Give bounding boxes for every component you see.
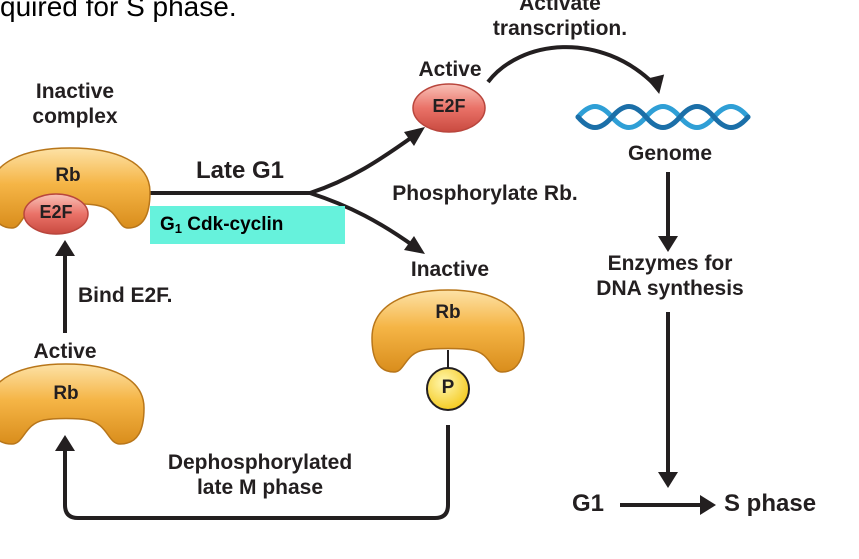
phosphate-shape (426, 367, 470, 411)
dephosphorylated-line2: late M phase (196, 475, 324, 499)
inactive-rb-shape (371, 289, 525, 373)
cdk-prefix: G (160, 214, 175, 235)
cdk-suffix: Cdk-cyclin (182, 214, 284, 235)
active-rb-caption: Active (33, 340, 97, 363)
inactive-complex-caption: Inactive complex (0, 80, 150, 130)
enzymes-label: Enzymes for DNA synthesis (570, 252, 770, 302)
inactive-rb-caption: Inactive (410, 258, 490, 281)
active-rb-shape (0, 363, 145, 445)
inactive-complex-line2: complex (32, 104, 118, 128)
inactive-complex-line1: Inactive (35, 80, 115, 103)
arrowhead-genome (646, 74, 665, 94)
inactive-complex-rb-label: Rb (55, 165, 81, 186)
arrow-to-active-e2f (309, 133, 417, 195)
enzymes-line2: DNA synthesis (596, 276, 744, 300)
genome-dna-shape (575, 104, 751, 130)
s-phase-label: S phase (724, 490, 817, 517)
partial-slide-title: quired for S phase. (0, 0, 237, 22)
active-e2f-shape (412, 83, 486, 133)
activate-line1: Activate (519, 0, 601, 15)
enzymes-line1: Enzymes for (607, 252, 733, 275)
arrowhead-enzymes (658, 236, 678, 252)
cdk-subscript: 1 (174, 221, 183, 236)
bind-e2f-label: Bind E2F. (78, 284, 173, 307)
arrowhead-active-rb (55, 435, 75, 451)
arrowhead-active-e2f (404, 127, 425, 146)
activate-line2: transcription. (492, 16, 628, 40)
phosphate-label: P (441, 377, 455, 398)
arrow-to-inactive-rb (309, 191, 417, 249)
genome-label: Genome (627, 142, 713, 165)
active-rb-label: Rb (53, 383, 79, 404)
arrowhead-inactive-rb (404, 236, 425, 254)
inactive-complex-e2f-shape (23, 193, 89, 235)
inactive-rb-label: Rb (435, 302, 461, 323)
dephosphorylated-label: Dephosphorylated late M phase (140, 451, 380, 501)
active-e2f-label: E2F (432, 96, 466, 116)
phosphorylate-rb-label: Phosphorylate Rb. (392, 182, 578, 205)
arrowhead-g1s (658, 472, 678, 488)
activate-transcription-label: Activate transcription. (455, 0, 665, 42)
inactive-complex-e2f-label: E2F (39, 202, 73, 222)
active-e2f-caption: Active (418, 58, 482, 81)
arrowhead-bind-e2f (55, 240, 75, 256)
arrow-dephosphorylation-loop (63, 425, 450, 520)
g1-cdk-cyclin-box: G1 Cdk-cyclin (150, 206, 345, 244)
inactive-complex-rb-shape (0, 147, 151, 229)
dephosphorylated-line1: Dephosphorylated (167, 451, 353, 474)
arrowhead-s-phase (700, 495, 716, 515)
arrow-activate-transcription (486, 45, 657, 87)
late-g1-label: Late G1 (195, 157, 285, 184)
g1-phase-label: G1 (572, 490, 605, 517)
